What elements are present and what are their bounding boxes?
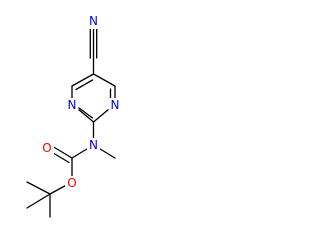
bond-c6-c5 [92,73,116,87]
atom-label-nitrile-nitrogen: N [89,14,98,28]
carbamate-group [48,121,116,183]
atom-label-ring-nitrogen-left: N [68,98,77,112]
bond-c5-c4-inner [75,79,94,91]
atom-label-ester-oxygen: O [67,176,76,190]
atom-label-carbamate-nitrogen: N [89,138,98,152]
bond-carbonyl-double-1 [51,145,73,159]
bond-tbutyl-methyl-right [26,193,51,209]
nitrile-group [89,26,98,75]
atom-labels: N N N N O O [40,14,122,190]
bond-tbutyl-methyl-left [26,181,51,195]
bond-c5-c4 [71,73,95,87]
atom-label-ring-nitrogen-right: N [111,98,120,112]
chemical-structure-diagram: N N N N O O [26,14,122,218]
atom-label-carbonyl-oxygen: O [42,141,51,155]
bond-n3-c2-inner [76,105,94,119]
